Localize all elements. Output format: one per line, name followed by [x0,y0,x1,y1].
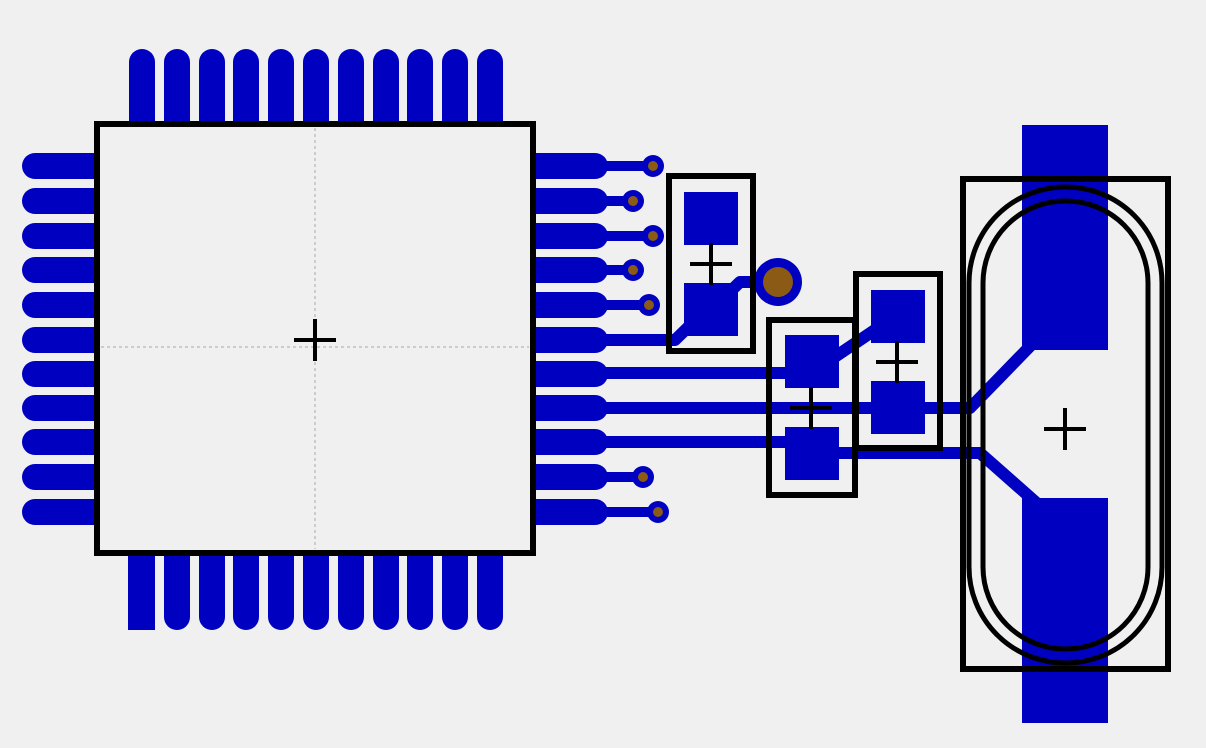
pad-left-7 [22,361,112,387]
pad-bottom-4 [233,542,259,630]
pad-top-10 [442,49,468,135]
pad-top-4 [233,49,259,135]
pad-bottom-2 [164,542,190,630]
c3-pad-bottom [871,381,925,434]
c2-pad-top [785,335,839,388]
c1-pad-top [684,192,738,245]
capacitor-c3 [853,271,943,451]
via-5 [638,294,660,316]
via-6 [632,466,654,488]
pad-bottom-8 [373,542,399,630]
pad-right-2 [518,188,608,214]
vias [622,155,802,523]
pad-bottom-3 [199,542,225,630]
c2-pad-bottom [785,427,839,480]
pad-right-9 [518,429,608,455]
c1-outline [666,173,756,354]
pad-top-8 [373,49,399,135]
via-large [754,258,802,306]
pad-right-4 [518,257,608,283]
c1-pad-bottom [684,283,738,336]
c3-outline [853,271,943,451]
pad-left-4 [22,257,112,283]
c2-center-cross [790,387,832,429]
pad-top-11 [477,49,503,135]
pad-top-7 [338,49,364,135]
qfp-pads-top [129,49,503,135]
pad-right-3 [518,223,608,249]
pad-left-5 [22,292,112,318]
qfp-center-cross [294,319,336,361]
qfp-pads-left [22,153,112,525]
pad-left-11 [22,499,112,525]
pad-left-6 [22,327,112,353]
qfp-chip [22,49,608,630]
pad-bottom-6 [303,542,329,630]
via-1 [642,155,664,177]
pad-right-1 [518,153,608,179]
via-3 [642,225,664,247]
via-7 [647,501,669,523]
crystal-outline [960,176,1171,672]
via-4 [622,259,644,281]
qfp-pads-right [518,153,608,525]
capacitor-c2 [766,317,858,498]
pad-bottom-7 [338,542,364,630]
pad-left-9 [22,429,112,455]
pad-top-6 [303,49,329,135]
crystal-can-inner [980,198,1151,652]
pad-top-5 [268,49,294,135]
pad-top-3 [199,49,225,135]
crystal-can-outer [966,184,1165,666]
crystal-pad-bottom [1022,498,1108,723]
pad-left-8 [22,395,112,421]
crystal-oscillator [960,125,1171,723]
pad-bottom-11 [477,542,503,630]
pad-bottom-5 [268,542,294,630]
capacitor-c1 [666,173,756,354]
pad-bottom-10 [442,542,468,630]
pad-right-8 [518,395,608,421]
pad-top-9 [407,49,433,135]
pad-bottom-9 [407,542,433,630]
pad-top-2 [164,49,190,135]
pad-right-5 [518,292,608,318]
pad-left-1 [22,153,112,179]
pad-right-6 [518,327,608,353]
pad-left-10 [22,464,112,490]
pad-top-1 [129,49,155,135]
c3-center-cross [876,341,918,383]
pad-right-10 [518,464,608,490]
pad-left-3 [22,223,112,249]
crystal-pad-top [1022,125,1108,350]
c1-center-cross [690,243,732,285]
crystal-center-cross [1044,408,1086,450]
c3-pad-top [871,290,925,343]
pad-left-2 [22,188,112,214]
pad-right-7 [518,361,608,387]
pad-right-11 [518,499,608,525]
via-2 [622,190,644,212]
